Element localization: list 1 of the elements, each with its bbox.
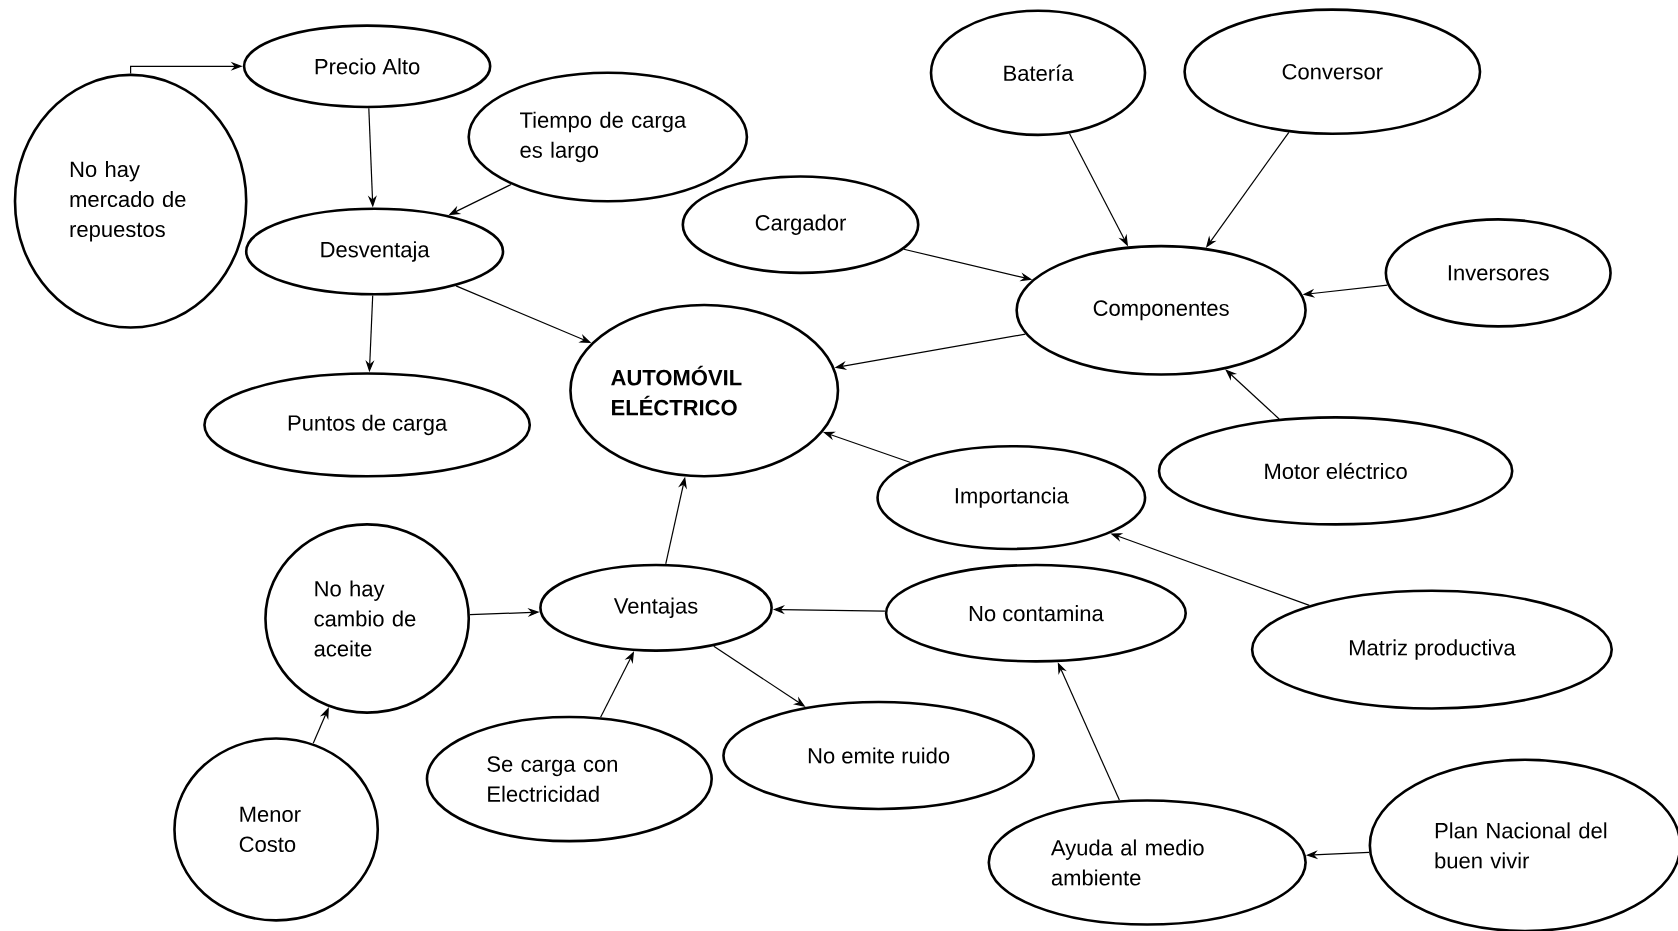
arrow (1225, 369, 1280, 420)
